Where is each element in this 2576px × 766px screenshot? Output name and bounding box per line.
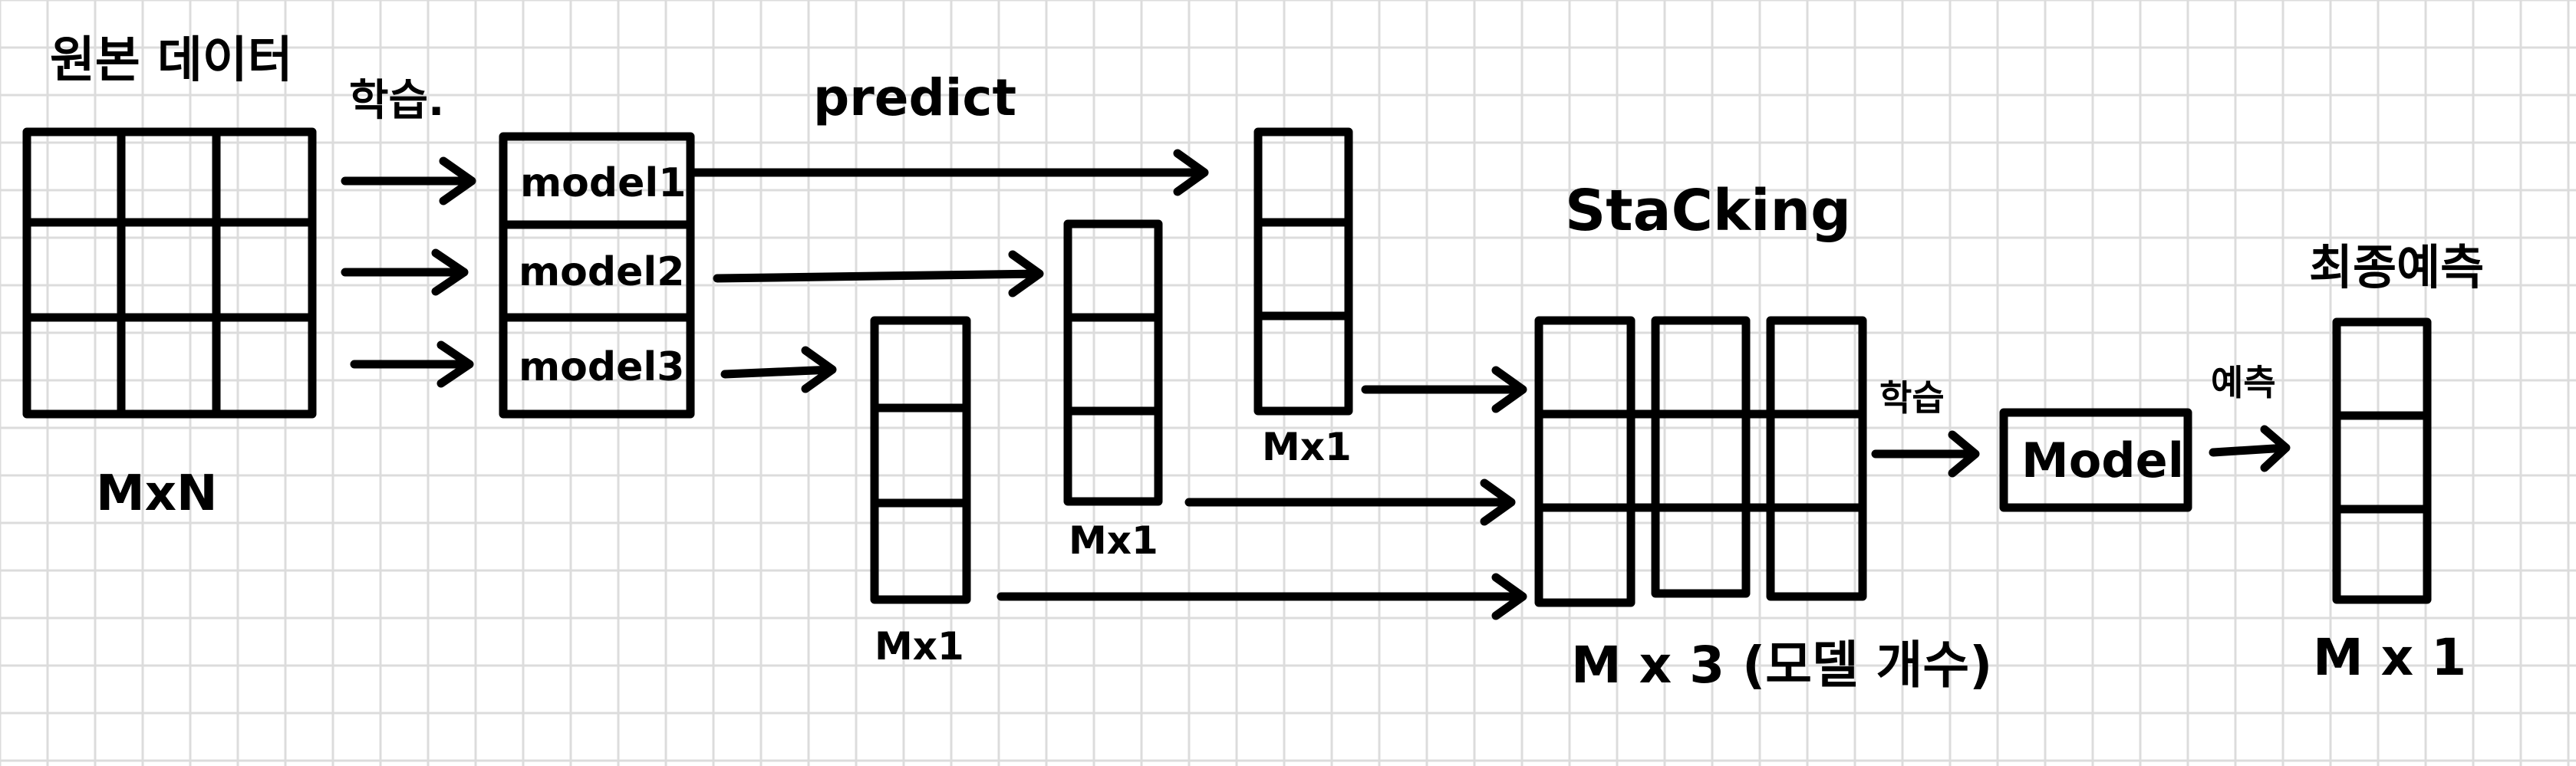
final-prediction-vector (2332, 317, 2432, 604)
model2-label: model2 (519, 249, 684, 295)
train-arrows (341, 156, 476, 388)
original-data-matrix (22, 127, 317, 419)
predict-label: predict (813, 68, 1016, 127)
train-label-2: 학습 (1879, 377, 1945, 419)
stack-arrows (996, 366, 1527, 620)
final-prediction-label: 최종예측 (2309, 239, 2484, 295)
original-data-label: 원본 데이터 (50, 32, 293, 89)
prediction-vector-1 (1253, 127, 1353, 416)
stacked-matrix (1534, 316, 1867, 607)
meta-model-label: Model (2021, 432, 2184, 488)
predict-arrows (690, 149, 1209, 393)
prediction-vector-3 (870, 316, 971, 604)
final-dim-label: M x 1 (2313, 628, 2466, 687)
pred1-dim-label: Mx1 (1262, 425, 1352, 469)
predict-arrow (2209, 425, 2291, 472)
pred3-dim-label: Mx1 (875, 624, 964, 669)
train-arrow-2 (1871, 430, 1980, 478)
stacking-label: StaCking (1565, 178, 1851, 244)
stacked-dim-label: M x 3 (모델 개수) (1571, 636, 1992, 695)
train-label-1: 학습. (349, 76, 444, 126)
model3-label: model3 (519, 344, 684, 390)
predict-label-kr: 예측 (2211, 362, 2276, 403)
original-dim-label: MxN (96, 465, 218, 522)
meta-model-box (1999, 408, 2192, 512)
prediction-vector-2 (1063, 219, 1163, 506)
pred2-dim-label: Mx1 (1069, 518, 1158, 563)
model-stack (499, 132, 695, 419)
model1-label: model1 (520, 160, 686, 206)
